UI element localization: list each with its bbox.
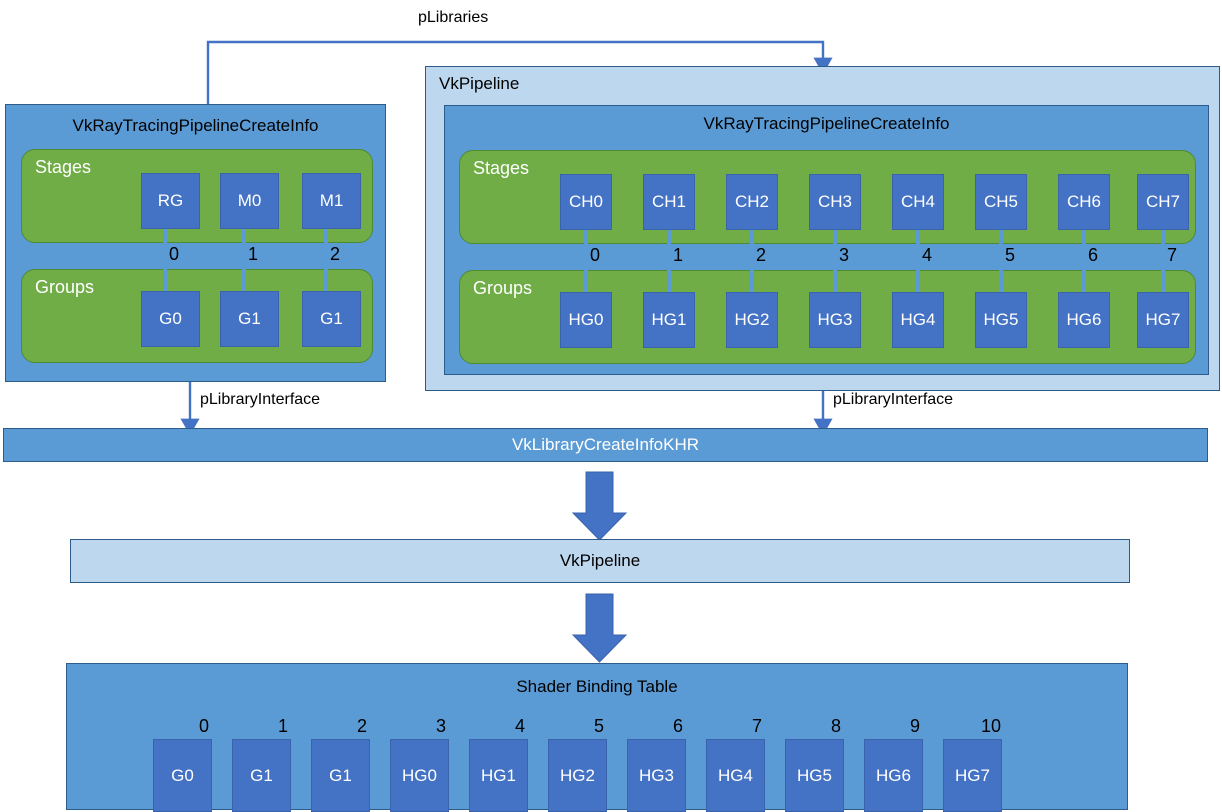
sbt-index-8: 8 — [831, 716, 842, 736]
right-stage-chip-5[interactable]: CH5 — [975, 174, 1027, 230]
sbt-index-7: 7 — [752, 716, 763, 736]
right-groups-label: Groups — [473, 278, 533, 298]
left-connector-0 — [163, 229, 167, 291]
right-stages-label: Stages — [473, 158, 530, 178]
result-vkpipeline-bar: VkPipeline — [70, 539, 1130, 583]
right-connector-2 — [750, 230, 754, 292]
right-group-chip-5[interactable]: HG5 — [975, 292, 1027, 348]
right-group-chip-4[interactable]: HG4 — [892, 292, 944, 348]
sbt-index-2: 2 — [357, 716, 368, 736]
left-groups-label: Groups — [35, 277, 95, 297]
right-index-2: 2 — [756, 245, 767, 265]
sbt-index-5: 5 — [594, 716, 605, 736]
sbt-entry-10[interactable]: HG7 — [943, 739, 1002, 812]
right-group-chip-1[interactable]: HG1 — [643, 292, 695, 348]
right-index-5: 5 — [1005, 245, 1016, 265]
sbt-index-6: 6 — [673, 716, 684, 736]
right-stage-chip-0[interactable]: CH0 — [560, 174, 612, 230]
right-connector-6 — [1082, 230, 1086, 292]
right-group-chip-0[interactable]: HG0 — [560, 292, 612, 348]
left-group-chip-1[interactable]: G1 — [220, 291, 279, 347]
sbt-entry-0[interactable]: G0 — [153, 739, 212, 812]
right-connector-4 — [916, 230, 920, 292]
sbt-entry-4[interactable]: HG1 — [469, 739, 528, 812]
right-createinfo-panel: VkRayTracingPipelineCreateInfo Stages Gr… — [444, 105, 1209, 375]
plibraryinterface-right-label: pLibraryInterface — [833, 391, 954, 408]
right-connector-7 — [1161, 230, 1165, 292]
plibraries-label: pLibraries — [418, 9, 489, 26]
left-pipeline-panel: VkRayTracingPipelineCreateInfo Stages Gr… — [5, 104, 386, 382]
left-index-0: 0 — [169, 244, 180, 264]
plibraryinterface-left-label: pLibraryInterface — [200, 391, 321, 408]
block-arrow-to-vkpipeline — [571, 471, 628, 541]
sbt-entry-8[interactable]: HG5 — [785, 739, 844, 812]
right-index-0: 0 — [590, 245, 601, 265]
left-index-1: 1 — [248, 244, 259, 264]
right-stage-chip-6[interactable]: CH6 — [1058, 174, 1110, 230]
right-connector-0 — [584, 230, 588, 292]
right-group-chip-7[interactable]: HG7 — [1137, 292, 1189, 348]
left-stages-label: Stages — [35, 157, 92, 177]
sbt-index-0: 0 — [199, 716, 210, 736]
shader-binding-table: Shader Binding Table 0 1 2 3 4 5 6 7 8 9… — [66, 663, 1128, 812]
right-index-3: 3 — [839, 245, 850, 265]
sbt-index-4: 4 — [515, 716, 526, 736]
right-stage-chip-2[interactable]: CH2 — [726, 174, 778, 230]
sbt-index-3: 3 — [436, 716, 447, 736]
left-stage-chip-1[interactable]: M0 — [220, 173, 279, 229]
left-stage-chip-0[interactable]: RG — [141, 173, 200, 229]
sbt-entry-3[interactable]: HG0 — [390, 739, 449, 812]
right-stage-chip-7[interactable]: CH7 — [1137, 174, 1189, 230]
right-index-7: 7 — [1167, 245, 1178, 265]
right-vkpipeline-title: VkPipeline — [439, 74, 520, 93]
right-index-4: 4 — [922, 245, 933, 265]
vklibrarycreateinfokhr-bar: VkLibraryCreateInfoKHR — [3, 428, 1208, 462]
right-connector-3 — [833, 230, 837, 292]
right-connector-1 — [667, 230, 671, 292]
left-pipeline-title: VkRayTracingPipelineCreateInfo — [72, 116, 319, 135]
sbt-entry-7[interactable]: HG4 — [706, 739, 765, 812]
left-connector-1 — [242, 229, 246, 291]
left-index-2: 2 — [330, 244, 341, 264]
right-stage-chip-1[interactable]: CH1 — [643, 174, 695, 230]
right-group-chip-3[interactable]: HG3 — [809, 292, 861, 348]
right-group-chip-2[interactable]: HG2 — [726, 292, 778, 348]
sbt-entry-2[interactable]: G1 — [311, 739, 370, 812]
sbt-entry-6[interactable]: HG3 — [627, 739, 686, 812]
right-index-1: 1 — [673, 245, 684, 265]
sbt-index-10: 10 — [981, 716, 1002, 736]
right-stage-chip-3[interactable]: CH3 — [809, 174, 861, 230]
shader-binding-table-title: Shader Binding Table — [516, 677, 678, 696]
left-connector-2 — [324, 229, 328, 291]
left-group-chip-0[interactable]: G0 — [141, 291, 200, 347]
right-group-chip-6[interactable]: HG6 — [1058, 292, 1110, 348]
left-group-chip-2[interactable]: G1 — [302, 291, 361, 347]
right-vkpipeline-panel: VkPipeline VkRayTracingPipelineCreateInf… — [425, 66, 1220, 391]
left-stage-chip-2[interactable]: M1 — [302, 173, 361, 229]
sbt-entry-5[interactable]: HG2 — [548, 739, 607, 812]
sbt-entry-1[interactable]: G1 — [232, 739, 291, 812]
sbt-index-1: 1 — [278, 716, 289, 736]
block-arrow-to-sbt — [571, 593, 628, 663]
sbt-index-9: 9 — [910, 716, 921, 736]
right-index-6: 6 — [1088, 245, 1099, 265]
right-stage-chip-4[interactable]: CH4 — [892, 174, 944, 230]
right-connector-5 — [999, 230, 1003, 292]
sbt-entry-9[interactable]: HG6 — [864, 739, 923, 812]
right-createinfo-title: VkRayTracingPipelineCreateInfo — [703, 114, 950, 133]
